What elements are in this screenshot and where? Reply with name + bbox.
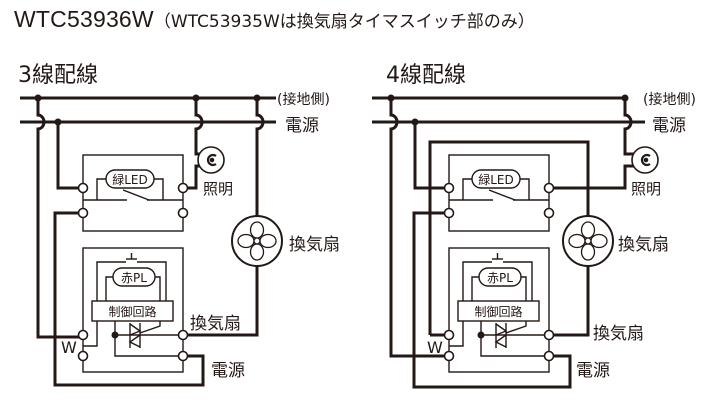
wire-fan-terminal: [186, 266, 259, 337]
label-w-terminal: W: [427, 338, 443, 357]
terminal: [543, 182, 555, 194]
fan-icon: [562, 215, 614, 267]
model-number: WTC53936W: [14, 6, 154, 32]
wire-lamp-switch: [549, 164, 636, 190]
diagram-title-4-wire: 4線配線: [386, 63, 466, 88]
diagram-4-wire: [372, 94, 660, 389]
green-led-symbol: [471, 169, 521, 189]
wire-ground-left: [36, 98, 83, 339]
page-title: WTC53936W（WTC53935Wは換気扇タイマスイッチ部のみ）: [14, 6, 535, 33]
wire-lamp-ground: [623, 98, 636, 156]
switch-contact: [122, 189, 150, 201]
terminal: [77, 329, 89, 341]
green-led-symbol: [105, 169, 155, 189]
red-pl-symbol: [112, 267, 156, 287]
timer-box: [82, 247, 184, 373]
red-pl-symbol: [478, 267, 522, 287]
wire-power-loop: [53, 211, 205, 387]
wire-ground-left: [389, 98, 446, 358]
timer-box: [448, 247, 550, 373]
diagram-title-3-wire: 3線配線: [18, 63, 98, 88]
label-fan: 換気扇: [289, 235, 340, 255]
label-green-led: 緑LED: [112, 173, 148, 187]
wire-power-loop: [412, 211, 572, 389]
wire-fan-terminal: [549, 266, 590, 337]
wire-power-switch: [413, 122, 446, 190]
label-control-circuit: 制御回路: [474, 305, 523, 319]
terminal: [443, 182, 455, 194]
terminal: [543, 350, 555, 362]
label-fan-terminal: 換気扇: [593, 324, 644, 344]
fan-icon: [231, 215, 283, 267]
label-power-terminal: 電源: [576, 361, 610, 381]
diagram-3-wire: [20, 94, 283, 387]
model-note: （WTC53935Wは換気扇タイマスイッチ部のみ）: [153, 12, 535, 32]
label-fan: 換気扇: [618, 235, 669, 255]
terminal: [77, 182, 89, 194]
label-ground-side: (接地側): [643, 92, 696, 108]
label-ground-side: (接地側): [277, 92, 330, 108]
terminal: [443, 207, 455, 219]
terminal: [177, 350, 189, 362]
label-lighting: 照明: [203, 180, 234, 198]
terminal: [177, 329, 189, 341]
terminal: [177, 182, 189, 194]
terminal: [543, 329, 555, 341]
label-green-led: 緑LED: [478, 173, 514, 187]
terminal: [443, 329, 455, 341]
switch-box: [82, 154, 184, 232]
label-control-circuit: 制御回路: [108, 305, 157, 319]
terminal: [77, 207, 89, 219]
switch-contact: [488, 189, 516, 201]
label-red-pl: 赤PL: [487, 271, 513, 285]
control-circuit-box: [91, 300, 174, 322]
label-power-bus: 電源: [652, 116, 686, 136]
terminal: [77, 350, 89, 362]
lamp-icon: [630, 145, 660, 175]
lamp-icon: [196, 145, 226, 175]
label-w-terminal: W: [61, 338, 77, 357]
control-circuit-box: [457, 300, 540, 322]
terminal: [177, 207, 189, 219]
label-lighting: 照明: [631, 180, 662, 198]
label-power-terminal: 電源: [211, 361, 245, 381]
wire-power-switch: [56, 122, 80, 190]
wire-lamp-ground: [194, 98, 205, 156]
switch-box: [448, 154, 550, 232]
label-power-bus: 電源: [285, 116, 319, 136]
terminal: [443, 350, 455, 362]
label-fan-terminal: 換気扇: [190, 314, 241, 334]
wire-fan-frame: [428, 140, 590, 335]
label-red-pl: 赤PL: [121, 271, 147, 285]
wire-fan-ground: [255, 98, 265, 216]
terminal: [543, 207, 555, 219]
